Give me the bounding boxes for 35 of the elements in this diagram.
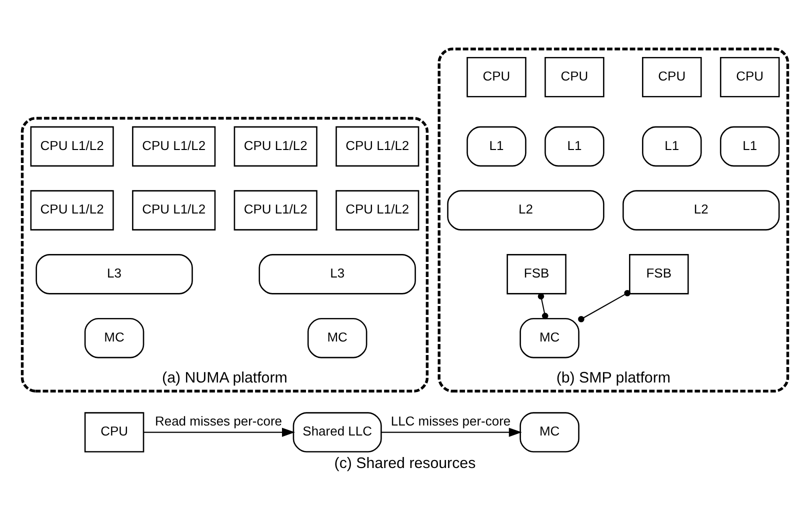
node-box: FSB	[628, 254, 688, 294]
connector	[537, 292, 548, 319]
edge-label: LLC misses per-core	[390, 412, 510, 428]
node-box: CPU	[642, 56, 702, 97]
node-box: L2	[446, 190, 604, 230]
node-box: CPU L1/L2	[233, 126, 317, 166]
node-box: CPU L1/L2	[132, 190, 216, 230]
node-box: L1	[719, 126, 780, 166]
node-box: CPU L1/L2	[132, 126, 216, 166]
arrow	[143, 427, 294, 436]
node-box: L1	[466, 126, 526, 166]
node-box: CPU L1/L2	[233, 190, 317, 230]
node-box: L2	[622, 190, 780, 230]
node-box: L3	[35, 254, 192, 294]
node-box: CPU L1/L2	[335, 126, 419, 166]
edge-label: Read misses per-core	[154, 412, 282, 428]
node-box: CPU L1/L2	[335, 190, 419, 230]
node-box: CPU	[84, 412, 144, 452]
node-box: L1	[642, 126, 702, 166]
node-box: Shared LLC	[292, 412, 382, 452]
node-box: MC	[519, 412, 579, 452]
connector	[578, 289, 630, 322]
node-box: CPU	[719, 56, 780, 97]
node-box: FSB	[506, 254, 566, 294]
node-box: MC	[84, 317, 144, 358]
node-box: L1	[544, 126, 604, 166]
caption: (c) Shared resources	[334, 454, 476, 472]
node-box: L3	[258, 254, 416, 294]
node-box: CPU L1/L2	[30, 190, 114, 230]
node-box: MC	[519, 317, 579, 358]
node-box: MC	[306, 317, 367, 358]
arrow	[380, 427, 522, 436]
node-box: CPU	[544, 56, 604, 97]
node-box: CPU	[466, 56, 526, 97]
node-box: CPU L1/L2	[30, 126, 114, 166]
